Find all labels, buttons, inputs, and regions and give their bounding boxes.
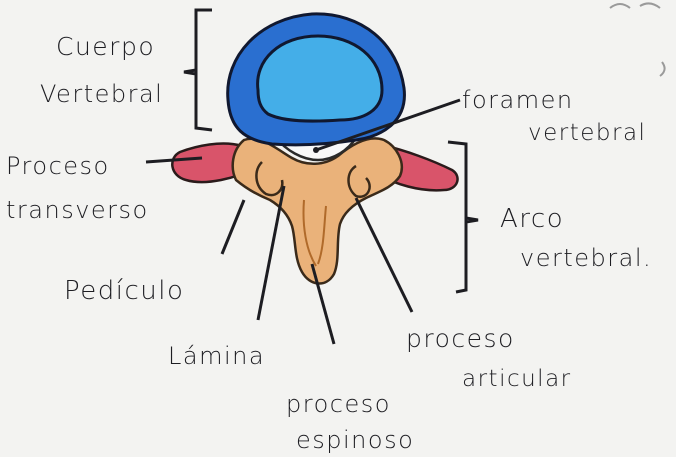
- foramen-pointer-dot: [313, 147, 319, 153]
- label-proceso-articular: proceso: [406, 326, 515, 351]
- label-espinoso: espinoso: [296, 428, 414, 452]
- bracket-arco: [448, 142, 478, 292]
- label-articular: articular: [462, 368, 572, 391]
- label-arco: Arco: [500, 206, 564, 232]
- leader-pediculo: [222, 200, 244, 254]
- label-foramen-vertebral: vertebral: [528, 122, 646, 145]
- leader-proceso-articular: [356, 198, 412, 312]
- label-cuerpo-vertebral: Vertebral: [40, 82, 163, 106]
- label-transverso: transverso: [6, 198, 149, 222]
- edge-ink-marks: [610, 3, 665, 76]
- label-lamina: Lámina: [168, 344, 265, 368]
- label-proceso: Proceso: [6, 154, 110, 178]
- label-pediculo: Pedículo: [64, 278, 184, 304]
- bracket-cuerpo: [184, 10, 212, 130]
- label-arco-vertebral: vertebral.: [520, 246, 652, 270]
- label-cuerpo: Cuerpo: [56, 34, 155, 59]
- label-foramen: foramen: [462, 88, 574, 112]
- label-proceso-espinoso: proceso: [286, 392, 391, 416]
- leader-lamina: [258, 186, 284, 320]
